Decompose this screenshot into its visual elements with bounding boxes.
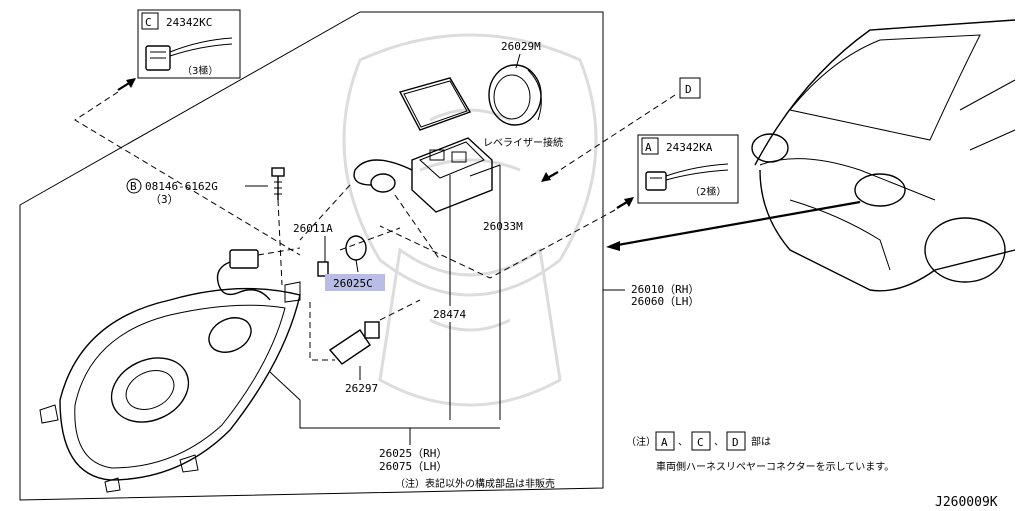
vehicle-outline: [751, 19, 1016, 292]
callout-d-letter: D: [685, 83, 692, 96]
label-26060: 26060（LH）: [631, 295, 699, 308]
footer-note: （注）表記以外の構成部品は非販売: [395, 477, 555, 490]
label-bolt-marker: B: [130, 180, 137, 193]
label-26033m: 26033M: [483, 220, 523, 233]
note-box-d: [726, 431, 746, 451]
leader-26029m: [515, 53, 521, 69]
leader-harness: [257, 247, 301, 256]
note-box-c: [691, 431, 711, 451]
headlamp-housing: [39, 281, 301, 493]
label-bolt: 08146-6162G: [145, 180, 218, 193]
leader-ballast: [299, 184, 351, 241]
label-bolt-qty: （3）: [150, 193, 179, 206]
callout-a[interactable]: A 24342KA （2極）: [637, 134, 739, 204]
arrow-vehicle: [611, 200, 861, 248]
bulb-26297-icon: [328, 321, 380, 365]
leader-26297-dash2: [379, 299, 421, 321]
label-26025c[interactable]: 26025C: [333, 277, 373, 290]
note-box-a: [655, 431, 675, 451]
leader-c: [74, 91, 301, 256]
label-28474: 28474: [433, 308, 466, 321]
assembly-frame: [19, 11, 604, 501]
note-letter-d: D: [732, 436, 739, 449]
leader-housing: [269, 371, 500, 429]
gasket-seal: [398, 77, 472, 131]
cap-26029m: [488, 64, 542, 126]
label-26029m: 26029M: [501, 40, 541, 53]
ballast-unit: [353, 137, 493, 213]
arrow-vehicle-head: [606, 241, 620, 251]
bolt-icon: [271, 167, 285, 200]
callout-d[interactable]: D: [679, 77, 701, 99]
diagram-code: J260009K: [935, 495, 998, 510]
note-prefix: （注）: [626, 435, 656, 448]
note-letter-c: C: [697, 436, 704, 449]
note-line2: 車両側ハーネスリペヤーコネクターを示しています。: [656, 460, 894, 473]
bulb-socket-26025c-icon: [339, 227, 401, 273]
callout-c-poles: （3極）: [182, 64, 218, 77]
note-bu: 部は: [751, 435, 771, 448]
callout-a-poles: （2極）: [690, 185, 726, 198]
callout-c-letter: C: [145, 16, 152, 29]
label-leveliser: レベライザー接続: [483, 136, 563, 149]
bolt-marker-circle: [126, 178, 142, 194]
arrow-c-head: [126, 78, 136, 88]
callout-a-part: 24342KA: [666, 141, 713, 154]
highlight-26025c: [325, 274, 385, 291]
label-26010: 26010（RH）: [631, 283, 699, 296]
wiring-harness: [216, 249, 271, 301]
note-letter-a: A: [661, 436, 668, 449]
legend-note: （注） A 、 C 、 D 部は 車両側ハーネスリペヤーコネクターを示しています…: [626, 431, 894, 473]
leader-26297-dash: [309, 302, 335, 361]
leader-d: [559, 94, 676, 171]
leader-26033m-top: [469, 164, 501, 177]
bulb-26011a-icon: [317, 261, 329, 277]
note-sep-1: 、: [678, 437, 688, 448]
leader-bolt-down: [277, 199, 283, 286]
connector-2pin-icon: [645, 163, 729, 191]
note-sep-2: 、: [714, 437, 724, 448]
label-26075: 26075（LH）: [379, 460, 447, 473]
leader-a: [379, 209, 616, 279]
connector-3pin-icon: [145, 37, 233, 71]
watermark-emblem: [342, 33, 598, 407]
arrow-a-head: [624, 197, 634, 207]
callout-c[interactable]: C 24342KC （3極）: [137, 9, 241, 79]
callout-c-part: 24342KC: [166, 16, 212, 29]
leader-ballast-2: [394, 194, 441, 261]
callout-a-letter: A: [645, 141, 652, 154]
arrow-d-head: [541, 172, 551, 182]
label-26011a: 26011A: [293, 222, 333, 235]
label-26297: 26297: [345, 382, 378, 395]
label-26025: 26025（RH）: [379, 447, 447, 460]
